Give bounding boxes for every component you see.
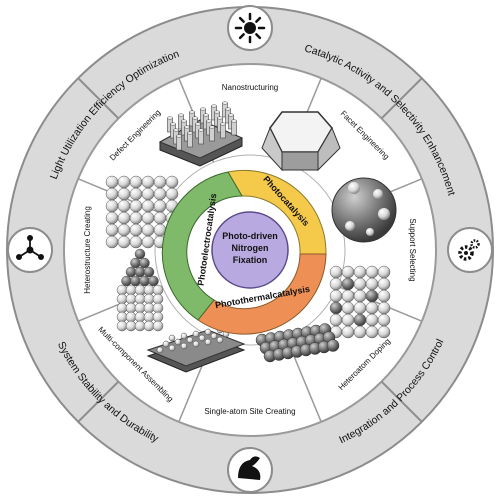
core-line-1: Photo-driven [222, 231, 278, 241]
single-atom-illustration [255, 323, 340, 363]
sector-label-3: Support Selecting [408, 218, 417, 281]
heterostructure-illustration [116, 248, 164, 332]
core-circle [211, 211, 289, 289]
photocatalysis-petal [227, 169, 327, 255]
sector-label-7: Heterostructure Creating [83, 206, 92, 294]
sun-icon [227, 5, 273, 51]
supported-sphere-illustration [331, 177, 397, 243]
facet-crystal-illustration [261, 111, 341, 172]
gear-icon [447, 227, 493, 273]
sector-label-5: Single-atom Site Creating [204, 407, 295, 416]
photothermalcatalysis-petal [197, 253, 327, 335]
multicomponent-illustration [146, 324, 246, 373]
ring-dividers [77, 77, 423, 423]
core-line-2: Nitrogen [232, 243, 269, 253]
core-petals [161, 169, 327, 335]
flexed-arm-icon [227, 447, 273, 493]
heteroatom-doping-illustration [329, 265, 391, 339]
network-nodes-icon [7, 227, 53, 273]
nanostructure-illustration [158, 101, 244, 167]
sector-label-1: Nanostructuring [222, 83, 278, 92]
photoelectrocatalysis-petal [161, 171, 243, 321]
core-line-3: Fixation [233, 255, 268, 265]
